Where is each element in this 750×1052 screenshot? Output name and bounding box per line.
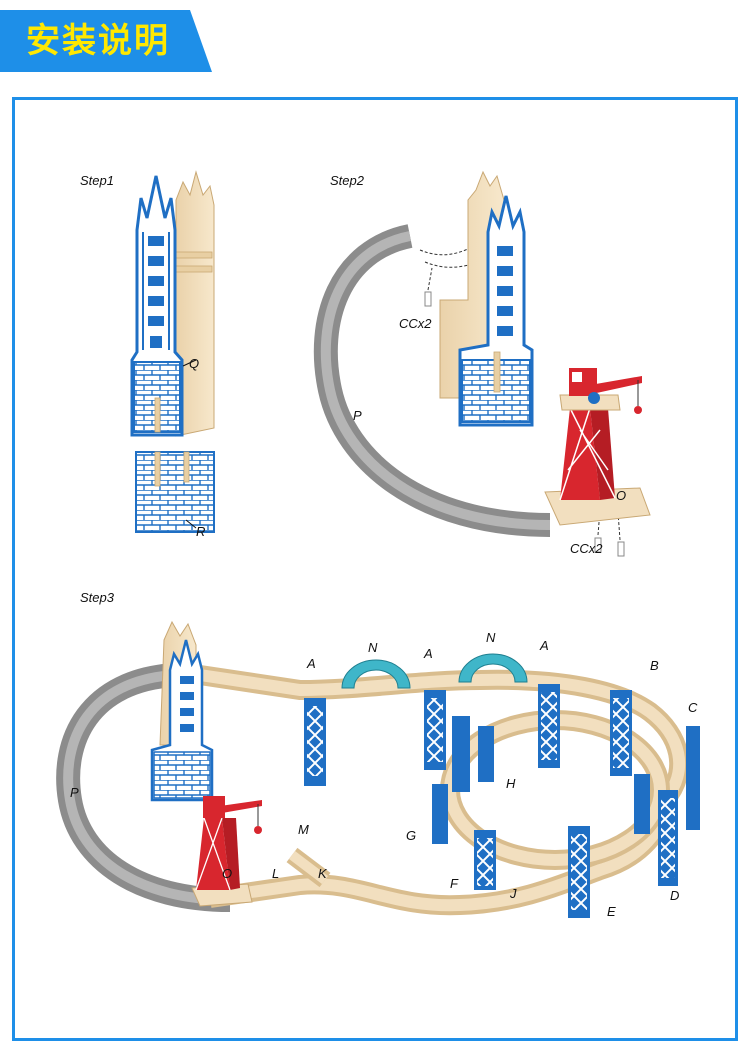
crane-step3	[191, 796, 262, 907]
support-pillars	[304, 684, 700, 918]
wood-rung	[171, 265, 213, 273]
part-label: A	[423, 646, 433, 661]
step3-illustration	[56, 620, 700, 918]
part-label: F	[450, 876, 459, 891]
step1-label: Step1	[80, 173, 114, 188]
wood-panel-q	[175, 170, 215, 437]
part-label: K	[318, 866, 328, 881]
page-title: 安装说明	[26, 21, 170, 61]
part-label: N	[368, 640, 378, 655]
part-label: D	[670, 888, 679, 903]
part-label: O	[222, 866, 232, 881]
arch-n	[341, 653, 528, 689]
part-label: P	[353, 408, 362, 423]
step2-illustration	[313, 170, 651, 557]
part-label: A	[306, 656, 316, 671]
header-banner	[0, 10, 212, 72]
part-label: P	[70, 785, 79, 800]
brick-piece-r	[135, 451, 215, 533]
part-label: CCx2	[570, 541, 603, 556]
part-label: M	[298, 822, 309, 837]
part-label: Q	[189, 356, 199, 371]
wood-rung	[171, 251, 213, 259]
part-label: B	[650, 658, 659, 673]
crane-o	[544, 368, 651, 526]
tower-windows	[148, 236, 164, 348]
part-label: H	[506, 776, 516, 791]
part-label: L	[272, 866, 279, 881]
part-label: J	[509, 886, 517, 901]
part-label: C	[688, 700, 698, 715]
part-label: E	[607, 904, 616, 919]
part-label: A	[539, 638, 549, 653]
part-label: O	[616, 488, 626, 503]
step3-label: Step3	[80, 590, 115, 605]
step1-illustration	[130, 170, 215, 533]
instruction-frame	[12, 97, 738, 1041]
tower-step3	[150, 620, 214, 802]
part-label: R	[196, 524, 205, 539]
step-labels: Step1 Step2 Step3	[80, 173, 365, 605]
part-label: CCx2	[399, 316, 432, 331]
part-labels: Q R CCx2 P O CCx2 A N A N A B C H G P M …	[70, 316, 698, 919]
step2-label: Step2	[330, 173, 365, 188]
part-label: G	[406, 828, 416, 843]
part-label: N	[486, 630, 496, 645]
